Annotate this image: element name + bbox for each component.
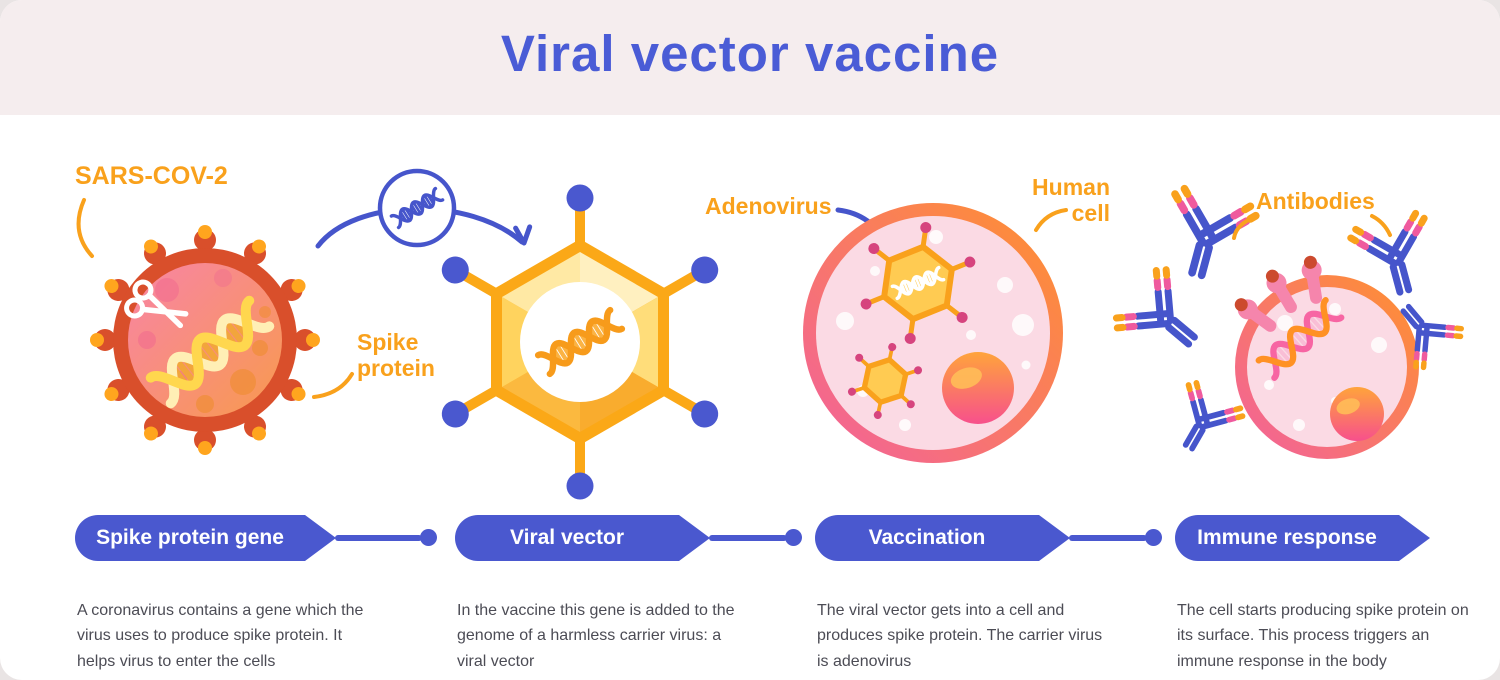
step-pill-immune-response: Immune response [1175, 515, 1430, 561]
dna-icon [890, 265, 946, 301]
step-label: Vaccination [868, 526, 986, 549]
dna-icon [377, 168, 457, 248]
step-connector [335, 535, 422, 541]
pill-arrow-tip [679, 515, 710, 561]
annotation-leader-lines [76, 198, 1392, 399]
scissors-icon [124, 279, 189, 329]
vector-spikes [441, 184, 719, 500]
header-band: Viral vector vaccine [0, 0, 1500, 115]
step-connector [709, 535, 787, 541]
step-connector [1069, 535, 1147, 541]
adenovirus-icon [860, 222, 976, 344]
immune-cell-illustration [1234, 255, 1419, 459]
label-human-cell: Human cell [1032, 174, 1110, 226]
step-pill-viral-vector: Viral vector [455, 515, 710, 561]
step-description: A coronavirus contains a gene which the … [77, 602, 364, 670]
step-pill-vaccination: Vaccination [815, 515, 1070, 561]
nucleus-icon [1330, 387, 1384, 441]
step-label: Viral vector [509, 526, 624, 549]
label-spike-protein: Spike protein [357, 329, 435, 381]
label-sars-cov-2: SARS-COV-2 [75, 162, 228, 190]
page-title: Viral vector vaccine [500, 25, 1000, 82]
dna-icon [1255, 297, 1345, 381]
step-label: Immune response [1197, 526, 1377, 549]
sars-cov-2-virus-illustration [90, 225, 320, 455]
step-pill-spike-protein-gene: Spike protein gene [75, 515, 336, 561]
step-description: The viral vector gets into a cell and pr… [817, 602, 1103, 670]
human-cell-illustration [803, 203, 1063, 463]
label-adenovirus: Adenovirus [705, 193, 832, 219]
pill-arrow-tip [305, 515, 336, 561]
adenovirus-small-icon [847, 343, 923, 419]
dna-icon [534, 306, 626, 378]
step-description: In the vaccine this gene is added to the… [457, 602, 735, 670]
pill-arrow-tip [1039, 515, 1070, 561]
step-description: The cell starts producing spike protein … [1177, 602, 1469, 670]
viral-vector-illustration [441, 184, 719, 500]
label-antibodies: Antibodies [1256, 188, 1375, 214]
cell-bubbles [836, 230, 1034, 431]
spike-proteins [1234, 255, 1323, 332]
nucleus-icon [942, 352, 1014, 424]
step-label: Spike protein gene [96, 526, 284, 549]
step-connector-dot [1145, 529, 1162, 546]
dna-icon [145, 295, 275, 409]
step-connector-dot [785, 529, 802, 546]
pill-arrow-tip [1399, 515, 1430, 561]
step-connector-dot [420, 529, 437, 546]
